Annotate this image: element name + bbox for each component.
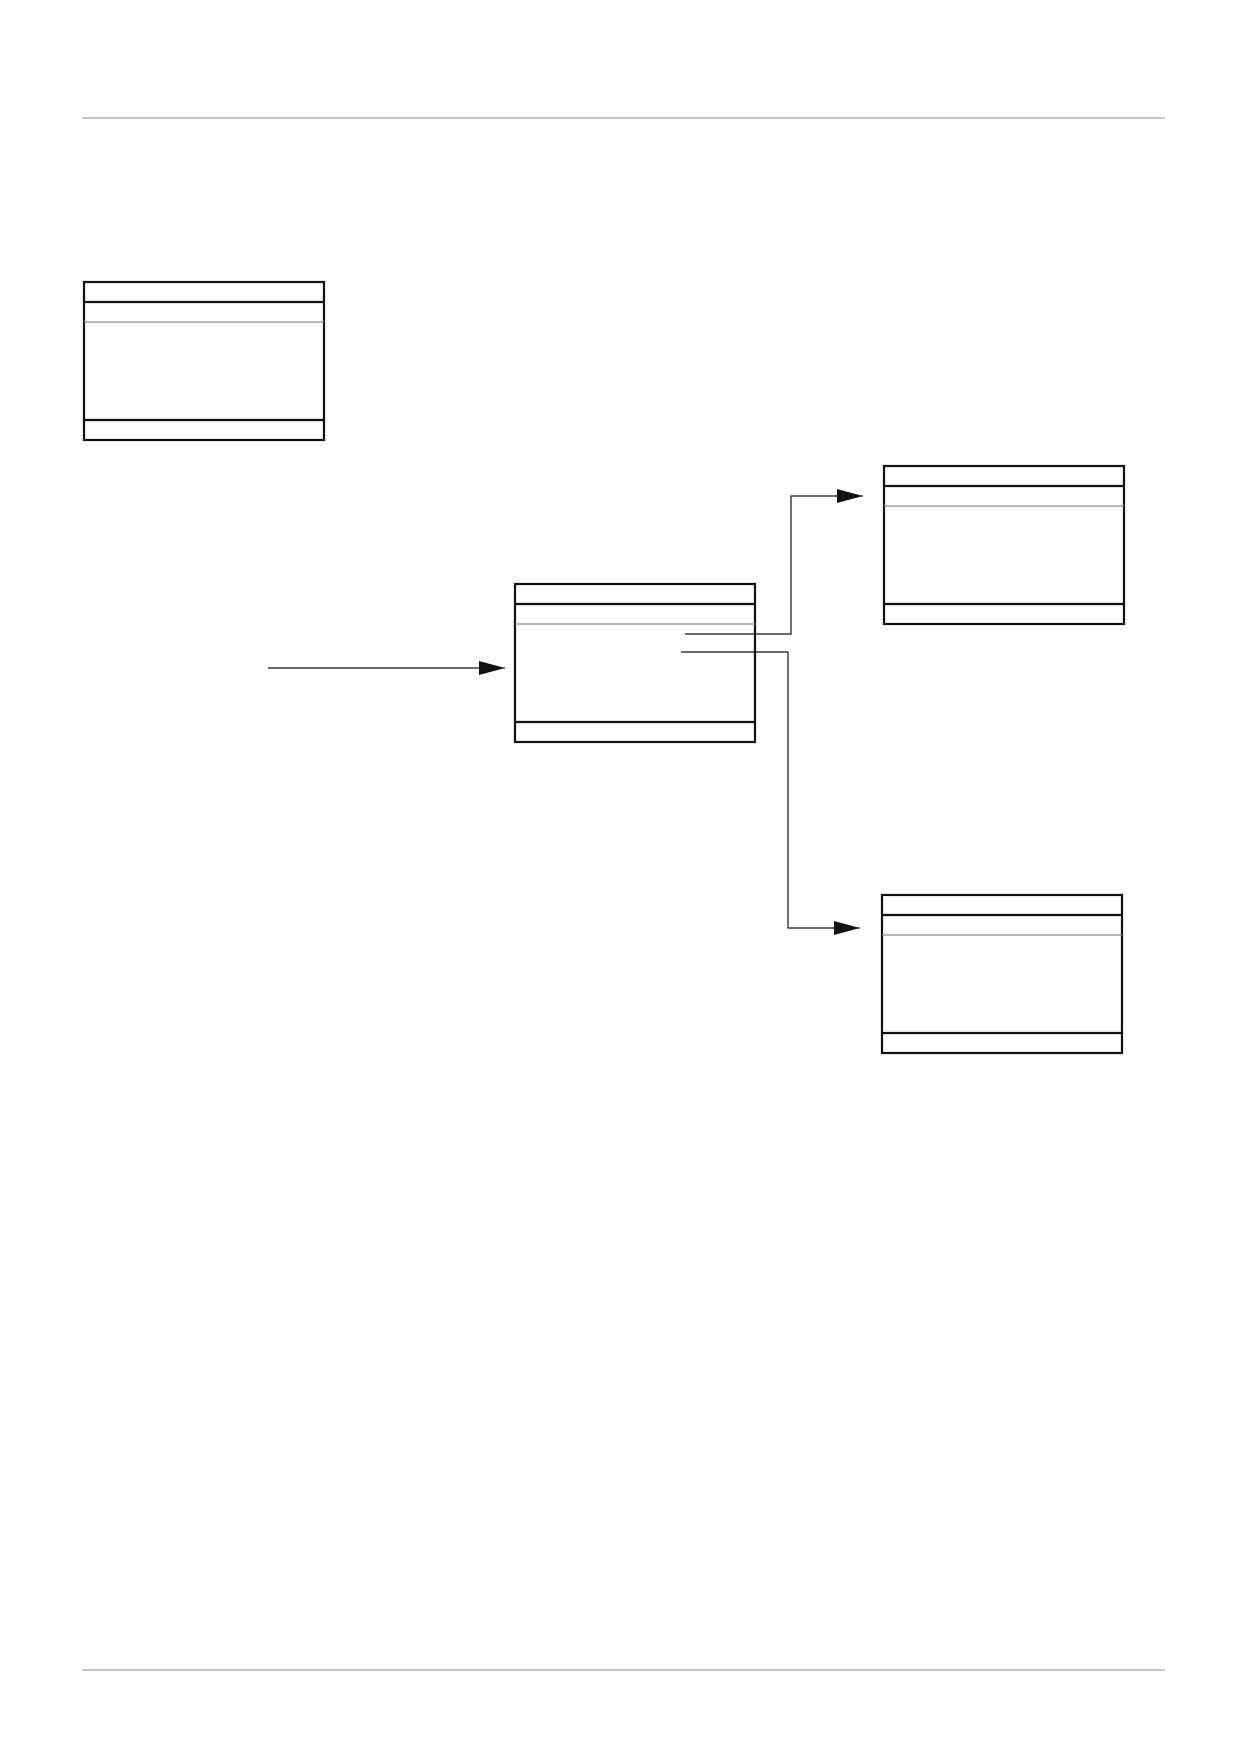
diagram-box-top-left (82, 280, 326, 442)
diagram-box-lower-right (880, 893, 1124, 1055)
box-frame (513, 582, 757, 744)
connector-arrow-to-lower-right-box (681, 651, 860, 935)
box-frame (880, 893, 1124, 1055)
connector-arrow-to-upper-right-box (685, 489, 863, 635)
diagram-box-center (513, 582, 757, 744)
box-frame (82, 280, 326, 442)
diagram-box-upper-right (882, 464, 1126, 626)
box-frame (882, 464, 1126, 626)
